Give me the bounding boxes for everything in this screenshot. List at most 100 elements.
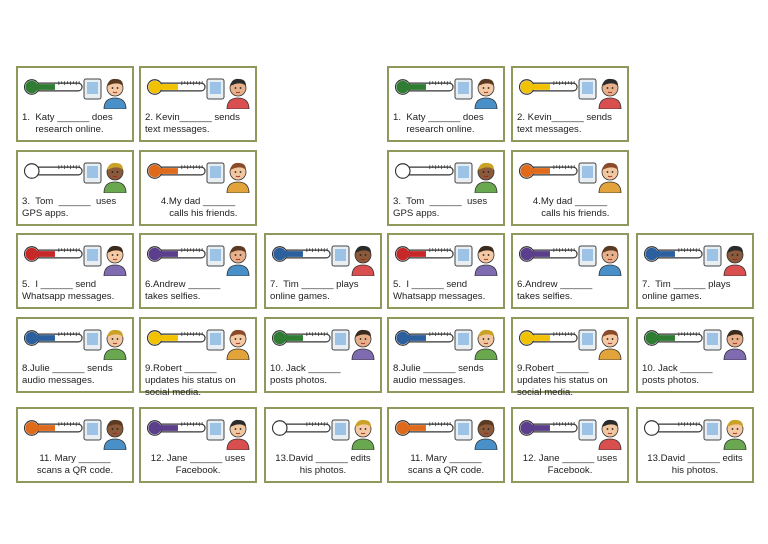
card-6: 6.Andrew ______ takes selfies. bbox=[511, 233, 629, 309]
thermometer-icon bbox=[395, 163, 454, 179]
card-9: 9.Robert ______ updates his status on so… bbox=[139, 317, 257, 398]
card-sentence: 4.My dad ______ calls his friends. bbox=[532, 196, 610, 219]
card-sentence: 11. Mary ______ scans a QR code. bbox=[36, 453, 114, 476]
thermometer-icon bbox=[272, 420, 331, 436]
thermometer-icon bbox=[272, 330, 331, 346]
gps-man-icon bbox=[454, 162, 498, 193]
thermometer-icon bbox=[519, 330, 578, 346]
photo-man-icon bbox=[331, 329, 375, 360]
laptop-woman-icon bbox=[454, 78, 498, 109]
facebook-woman-icon bbox=[578, 419, 622, 450]
selfie-man-icon bbox=[206, 245, 250, 276]
gamer-icon bbox=[331, 245, 375, 276]
card-9: 9.Robert ______ updates his status on so… bbox=[511, 317, 629, 398]
card-sentence: 8.Julie ______ sends audio messages. bbox=[22, 363, 113, 386]
card-8: 8.Julie ______ sends audio messages. bbox=[16, 317, 134, 393]
phone-man-icon bbox=[578, 78, 622, 109]
card-sentence: 11. Mary ______ scans a QR code. bbox=[407, 453, 485, 476]
card-11: 11. Mary ______ scans a QR code. bbox=[387, 407, 505, 483]
card-5: 5. I ______ send Whatsapp messages. bbox=[387, 233, 505, 309]
thermometer-icon bbox=[147, 246, 206, 262]
thermometer-icon bbox=[644, 420, 703, 436]
card-sentence: 2. Kevin______ sends text messages. bbox=[517, 112, 612, 135]
card-sentence: 6.Andrew ______ takes selfies. bbox=[145, 279, 221, 302]
gps-man-icon bbox=[83, 162, 127, 193]
thermometer-icon bbox=[24, 330, 83, 346]
thermometer-icon bbox=[147, 330, 206, 346]
card-12: 12. Jane ______ uses Facebook. bbox=[139, 407, 257, 483]
audio-woman-icon bbox=[454, 329, 498, 360]
thermometer-icon bbox=[395, 79, 454, 95]
edit-man-icon bbox=[703, 419, 747, 450]
card-sentence: 3. Tom ______ uses GPS apps. bbox=[393, 196, 488, 219]
card-sentence: 7. Tim ______ plays online games. bbox=[270, 279, 359, 302]
call-man-icon bbox=[206, 162, 250, 193]
audio-woman-icon bbox=[83, 329, 127, 360]
edit-man-icon bbox=[331, 419, 375, 450]
thermometer-icon bbox=[24, 79, 83, 95]
card-sentence: 4.My dad ______ calls his friends. bbox=[160, 196, 238, 219]
card-3: 3. Tom ______ uses GPS apps. bbox=[387, 150, 505, 226]
card-2: 2. Kevin______ sends text messages. bbox=[139, 66, 257, 142]
card-sentence: 8.Julie ______ sends audio messages. bbox=[393, 363, 484, 386]
card-10: 10. Jack ______ posts photos. bbox=[636, 317, 754, 393]
whatsapp-woman-icon bbox=[454, 245, 498, 276]
call-man-icon bbox=[578, 162, 622, 193]
photo-man-icon bbox=[703, 329, 747, 360]
social-man-icon bbox=[578, 329, 622, 360]
card-sentence: 1. Katy ______ does research online. bbox=[22, 112, 113, 135]
qr-woman-icon bbox=[83, 419, 127, 450]
gamer-icon bbox=[703, 245, 747, 276]
card-1: 1. Katy ______ does research online. bbox=[16, 66, 134, 142]
card-sentence: 10. Jack ______ posts photos. bbox=[642, 363, 713, 386]
thermometer-icon bbox=[519, 420, 578, 436]
card-12: 12. Jane ______ uses Facebook. bbox=[511, 407, 629, 483]
card-2: 2. Kevin______ sends text messages. bbox=[511, 66, 629, 142]
thermometer-icon bbox=[395, 246, 454, 262]
card-sentence: 7. Tim ______ plays online games. bbox=[642, 279, 731, 302]
thermometer-icon bbox=[24, 420, 83, 436]
card-sentence: 2. Kevin______ sends text messages. bbox=[145, 112, 240, 135]
phone-man-icon bbox=[206, 78, 250, 109]
thermometer-icon bbox=[272, 246, 331, 262]
thermometer-icon bbox=[147, 79, 206, 95]
thermometer-icon bbox=[644, 246, 703, 262]
card-11: 11. Mary ______ scans a QR code. bbox=[16, 407, 134, 483]
whatsapp-woman-icon bbox=[83, 245, 127, 276]
thermometer-icon bbox=[395, 330, 454, 346]
card-7: 7. Tim ______ plays online games. bbox=[264, 233, 382, 309]
card-sentence: 5. I ______ send Whatsapp messages. bbox=[22, 279, 115, 302]
social-man-icon bbox=[206, 329, 250, 360]
card-sentence: 9.Robert ______ updates his status on so… bbox=[517, 363, 608, 398]
card-7: 7. Tim ______ plays online games. bbox=[636, 233, 754, 309]
card-sentence: 1. Katy ______ does research online. bbox=[393, 112, 484, 135]
thermometer-icon bbox=[644, 330, 703, 346]
card-sentence: 9.Robert ______ updates his status on so… bbox=[145, 363, 236, 398]
card-4: 4.My dad ______ calls his friends. bbox=[511, 150, 629, 226]
card-sentence: 12. Jane ______ uses Facebook. bbox=[150, 453, 246, 476]
card-sentence: 5. I ______ send Whatsapp messages. bbox=[393, 279, 486, 302]
card-1: 1. Katy ______ does research online. bbox=[387, 66, 505, 142]
card-5: 5. I ______ send Whatsapp messages. bbox=[16, 233, 134, 309]
card-sentence: 3. Tom ______ uses GPS apps. bbox=[22, 196, 117, 219]
qr-woman-icon bbox=[454, 419, 498, 450]
card-sentence: 12. Jane ______ uses Facebook. bbox=[522, 453, 618, 476]
card-sentence: 6.Andrew ______ takes selfies. bbox=[517, 279, 593, 302]
card-3: 3. Tom ______ uses GPS apps. bbox=[16, 150, 134, 226]
card-4: 4.My dad ______ calls his friends. bbox=[139, 150, 257, 226]
card-10: 10. Jack ______ posts photos. bbox=[264, 317, 382, 393]
thermometer-icon bbox=[147, 420, 206, 436]
thermometer-icon bbox=[519, 163, 578, 179]
card-8: 8.Julie ______ sends audio messages. bbox=[387, 317, 505, 393]
thermometer-icon bbox=[24, 163, 83, 179]
card-13: 13.David ______ edits his photos. bbox=[264, 407, 382, 483]
thermometer-icon bbox=[519, 246, 578, 262]
card-sentence: 10. Jack ______ posts photos. bbox=[270, 363, 341, 386]
card-6: 6.Andrew ______ takes selfies. bbox=[139, 233, 257, 309]
facebook-woman-icon bbox=[206, 419, 250, 450]
thermometer-icon bbox=[24, 246, 83, 262]
card-sentence: 13.David ______ edits his photos. bbox=[275, 453, 371, 476]
thermometer-icon bbox=[395, 420, 454, 436]
laptop-woman-icon bbox=[83, 78, 127, 109]
card-13: 13.David ______ edits his photos. bbox=[636, 407, 754, 483]
